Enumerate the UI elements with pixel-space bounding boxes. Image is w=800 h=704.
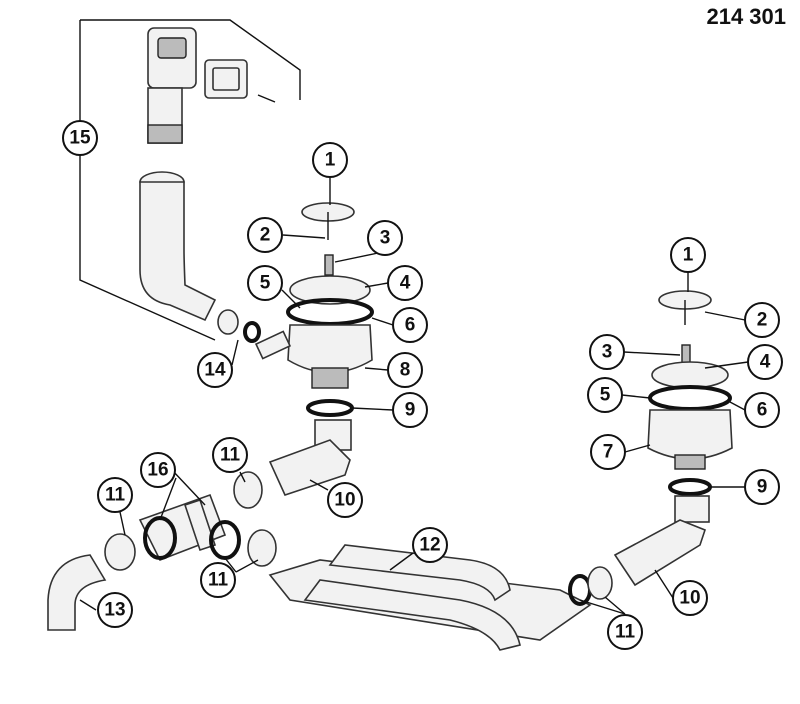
callout-1-left: 1: [312, 142, 348, 178]
callout-11-a: 11: [212, 437, 248, 473]
svg-text:2: 2: [260, 225, 271, 246]
svg-text:1: 1: [325, 150, 336, 171]
callout-1-right: 1: [670, 237, 706, 273]
callout-2-right: 2: [744, 302, 780, 338]
svg-text:2: 2: [757, 310, 768, 331]
callout-5-right: 5: [587, 377, 623, 413]
drawing-number: 214 301: [706, 4, 786, 29]
svg-text:9: 9: [405, 400, 416, 421]
svg-text:16: 16: [147, 460, 168, 481]
callout-11-c: 11: [200, 562, 236, 598]
callout-2-left: 2: [247, 217, 283, 253]
leader-lines: [79, 178, 749, 615]
svg-text:10: 10: [679, 588, 700, 609]
callout-16: 16: [140, 452, 176, 488]
svg-text:11: 11: [615, 622, 636, 643]
svg-text:10: 10: [334, 490, 355, 511]
callout-12: 12: [412, 527, 448, 563]
callout-10-right: 10: [672, 580, 708, 616]
overflow-bracket: [79, 19, 301, 341]
callout-3-right: 3: [589, 334, 625, 370]
callout-7: 7: [590, 434, 626, 470]
callout-4-right: 4: [747, 344, 783, 380]
svg-text:9: 9: [757, 477, 768, 498]
right-strainer-assembly: [613, 290, 733, 587]
svg-text:11: 11: [220, 445, 241, 466]
svg-text:3: 3: [380, 228, 391, 249]
junction-and-pipes: [47, 471, 613, 651]
callout-6-right: 6: [744, 392, 780, 428]
svg-text:4: 4: [400, 273, 411, 294]
callout-14: 14: [197, 352, 233, 388]
svg-text:11: 11: [105, 485, 126, 506]
svg-text:13: 13: [104, 600, 125, 621]
svg-text:4: 4: [760, 352, 771, 373]
callout-6-left: 6: [392, 307, 428, 343]
svg-text:1: 1: [683, 245, 694, 266]
callout-4-left: 4: [387, 265, 423, 301]
svg-text:12: 12: [419, 535, 440, 556]
svg-text:5: 5: [600, 385, 611, 406]
callout-9-left: 9: [392, 392, 428, 428]
callout-5-left: 5: [247, 265, 283, 301]
callout-3-left: 3: [367, 220, 403, 256]
callout-11-d: 11: [607, 614, 643, 650]
svg-text:6: 6: [757, 400, 768, 421]
callout-8: 8: [387, 352, 423, 388]
overflow-part: [139, 27, 276, 322]
svg-text:8: 8: [400, 360, 411, 381]
svg-text:15: 15: [69, 128, 91, 149]
svg-text:5: 5: [260, 273, 271, 294]
callout-15: 15: [62, 120, 98, 156]
callout-10-left: 10: [327, 482, 363, 518]
callout-11-b: 11: [97, 477, 133, 513]
svg-text:6: 6: [405, 315, 416, 336]
svg-text:3: 3: [602, 342, 613, 363]
callout-9-right: 9: [744, 469, 780, 505]
svg-text:7: 7: [603, 442, 614, 463]
left-strainer-assembly: [217, 202, 374, 496]
callout-13: 13: [97, 592, 133, 628]
svg-text:14: 14: [204, 360, 226, 381]
svg-text:11: 11: [208, 570, 229, 591]
